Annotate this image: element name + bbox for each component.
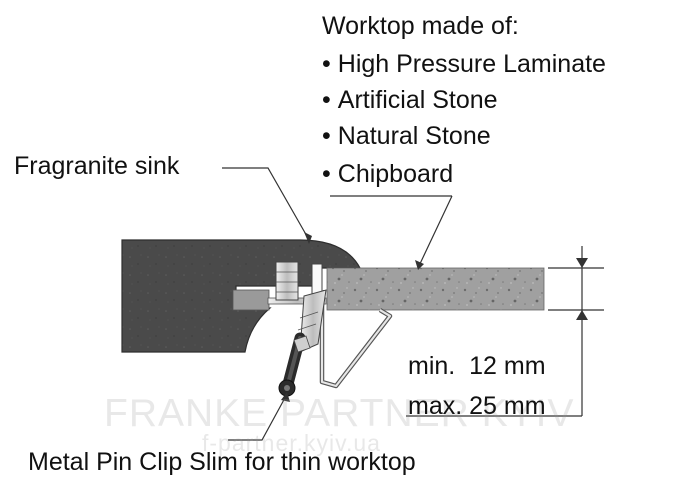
leader-clip bbox=[228, 395, 287, 441]
worktop-material: •High Pressure Laminate bbox=[322, 50, 606, 78]
pin-bolt-head bbox=[275, 261, 299, 301]
bullet-dot: • bbox=[322, 86, 331, 114]
leader-sink bbox=[222, 167, 309, 239]
screw-bolt-icon bbox=[278, 332, 311, 397]
clip-label: Metal Pin Clip Slim for thin worktop bbox=[28, 448, 416, 476]
sink-label: Fragranite sink bbox=[14, 152, 180, 180]
thickness-max-label: max. 25 mm bbox=[408, 392, 546, 420]
dimension-arrow-icon bbox=[576, 258, 588, 268]
watermark-sub: f-partner.kyiv.ua bbox=[202, 430, 381, 456]
worktop-material: •Natural Stone bbox=[322, 122, 491, 150]
worktop-heading: Worktop made of: bbox=[322, 12, 519, 40]
sink-ledge bbox=[232, 289, 270, 311]
thickness-dimension bbox=[406, 246, 604, 417]
bullet-dot: • bbox=[322, 122, 331, 150]
watermark-main: FRANKE PARTNER KYIV bbox=[104, 392, 575, 435]
thickness-min-label: min. 12 mm bbox=[408, 352, 546, 380]
leader-worktop bbox=[330, 195, 453, 269]
worktop-material: •Artificial Stone bbox=[322, 86, 498, 114]
worktop-material: •Chipboard bbox=[322, 160, 454, 188]
bullet-dot: • bbox=[322, 50, 331, 78]
worktop-slab bbox=[326, 267, 545, 311]
bullet-dot: • bbox=[322, 160, 331, 188]
dimension-arrow-icon bbox=[576, 310, 588, 320]
